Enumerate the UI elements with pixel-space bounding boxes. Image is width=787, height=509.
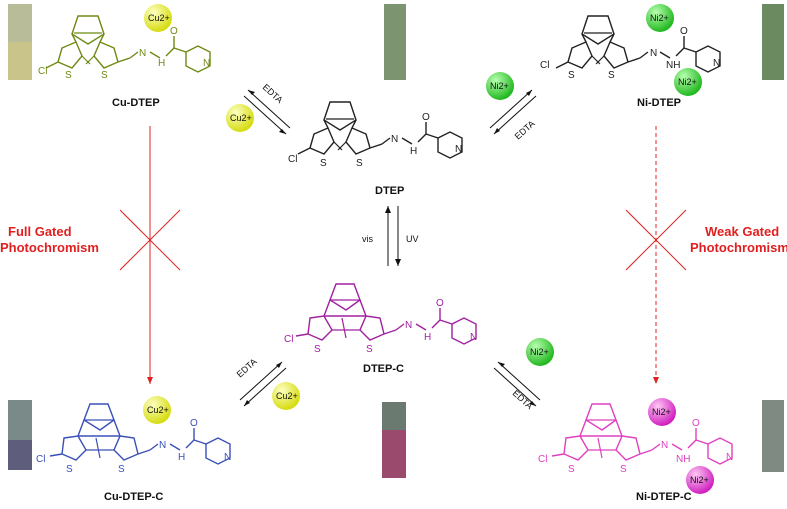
vial-cu-dtep-c [8, 400, 32, 470]
svg-text:EDTA: EDTA [513, 118, 537, 141]
svg-text:Ni2+: Ni2+ [490, 81, 509, 91]
svg-text:H: H [424, 332, 431, 343]
label-cu-dtep: Cu-DTEP [112, 97, 160, 109]
svg-text:Cu2+: Cu2+ [276, 391, 298, 401]
ni-ion-ball-bottom: Ni2+ [674, 68, 702, 96]
vis-label: vis [362, 234, 373, 244]
ni-ion-ball-pink-bottom: Ni2+ [686, 466, 714, 494]
svg-text:S: S [118, 464, 125, 475]
weak-gated-line2: Photochromism [690, 240, 787, 255]
vial-dtep-c [382, 402, 406, 478]
svg-text:N: N [650, 48, 657, 59]
cu-ion-reagent-bottom: Cu2+ [272, 382, 300, 410]
svg-text:Ni2+: Ni2+ [678, 77, 697, 87]
svg-text:O: O [422, 112, 430, 123]
svg-text:N: N [139, 48, 146, 59]
svg-text:S: S [620, 464, 627, 475]
full-gated-line1: Full Gated [8, 224, 72, 239]
label-ni-dtep: Ni-DTEP [637, 97, 681, 109]
label-cu-dtep-c: Cu-DTEP-C [104, 491, 163, 503]
svg-text:N: N [455, 144, 462, 155]
svg-text:H: H [158, 58, 165, 69]
svg-text:S: S [101, 70, 108, 81]
svg-text:N: N [203, 58, 210, 69]
full-gated-arrow [119, 126, 181, 384]
svg-text:O: O [680, 26, 688, 37]
svg-text:N: N [661, 440, 668, 451]
dtep-structure: Cl S S N H O N [288, 101, 463, 169]
weak-gated-line1: Weak Gated [705, 224, 779, 239]
cu-ion-ball-closed: Cu2+ [143, 396, 171, 424]
svg-text:S: S [314, 344, 321, 355]
svg-text:O: O [692, 418, 700, 429]
svg-text:H: H [178, 452, 185, 463]
svg-text:N: N [470, 332, 477, 343]
svg-text:O: O [436, 298, 444, 309]
svg-text:Cu2+: Cu2+ [148, 13, 170, 23]
eq-arrow-ni-dtep-c: EDTA [493, 361, 541, 411]
ni-dtep-c-structure: Cl S S N NH O N [538, 403, 733, 475]
svg-text:NH: NH [666, 60, 680, 71]
svg-text:N: N [713, 58, 720, 69]
svg-text:N: N [391, 134, 398, 145]
dtep-c-structure: Cl S S N H O N [284, 283, 477, 355]
uv-label: UV [406, 234, 419, 244]
cu-ion-ball: Cu2+ [144, 4, 172, 32]
svg-text:Cl: Cl [284, 334, 293, 345]
svg-text:Cl: Cl [540, 60, 549, 71]
ni-ion-ball-top: Ni2+ [646, 4, 674, 32]
label-dtep: DTEP [375, 185, 404, 197]
ni-ion-reagent-bottom: Ni2+ [526, 338, 554, 366]
svg-text:S: S [356, 158, 363, 169]
svg-text:Cl: Cl [288, 154, 297, 165]
svg-text:Cl: Cl [36, 454, 45, 465]
ni-ion-reagent-top: Ni2+ [486, 72, 514, 100]
vial-cu-dtep-bottom [8, 42, 32, 80]
vis-uv-arrows: vis UV [362, 206, 419, 266]
svg-text:EDTA: EDTA [261, 82, 285, 105]
svg-text:Cl: Cl [538, 454, 547, 465]
svg-text:S: S [608, 70, 615, 81]
svg-text:Ni2+: Ni2+ [530, 347, 549, 357]
vial-cu-dtep-top [8, 4, 32, 42]
weak-gated-arrow [625, 126, 687, 384]
svg-text:EDTA: EDTA [235, 356, 259, 379]
label-ni-dtep-c: Ni-DTEP-C [636, 491, 692, 503]
svg-text:Ni2+: Ni2+ [690, 475, 709, 485]
svg-text:S: S [366, 344, 373, 355]
vial-ni-dtep-left [384, 4, 406, 80]
cu-dtep-structure: Cl S S N H O N [38, 15, 211, 81]
svg-text:O: O [190, 418, 198, 429]
svg-text:N: N [224, 452, 231, 463]
svg-text:NH: NH [676, 454, 690, 465]
svg-text:Cu2+: Cu2+ [230, 113, 252, 123]
ni-dtep-structure: Cl S S N NH O N [540, 15, 721, 81]
vial-ni-dtep-c [762, 400, 784, 472]
svg-text:O: O [170, 26, 178, 37]
vial-ni-dtep [762, 4, 784, 80]
svg-text:N: N [159, 440, 166, 451]
svg-text:N: N [726, 452, 733, 463]
full-gated-line2: Photochromism [0, 240, 99, 255]
cu-dtep-c-structure: Cl S S N H O N [36, 403, 231, 475]
label-dtep-c: DTEP-C [363, 363, 404, 375]
svg-text:N: N [405, 320, 412, 331]
svg-text:S: S [66, 464, 73, 475]
svg-text:Cl: Cl [38, 66, 47, 77]
svg-text:S: S [568, 464, 575, 475]
cu-ion-reagent-top: Cu2+ [226, 104, 254, 132]
svg-text:S: S [65, 70, 72, 81]
svg-text:S: S [320, 158, 327, 169]
ni-ion-ball-pink-top: Ni2+ [648, 398, 676, 426]
svg-text:S: S [568, 70, 575, 81]
svg-text:Ni2+: Ni2+ [652, 407, 671, 417]
svg-text:Ni2+: Ni2+ [650, 13, 669, 23]
svg-text:H: H [410, 146, 417, 157]
vial-cu-dtep [8, 4, 32, 80]
svg-text:Cu2+: Cu2+ [147, 405, 169, 415]
